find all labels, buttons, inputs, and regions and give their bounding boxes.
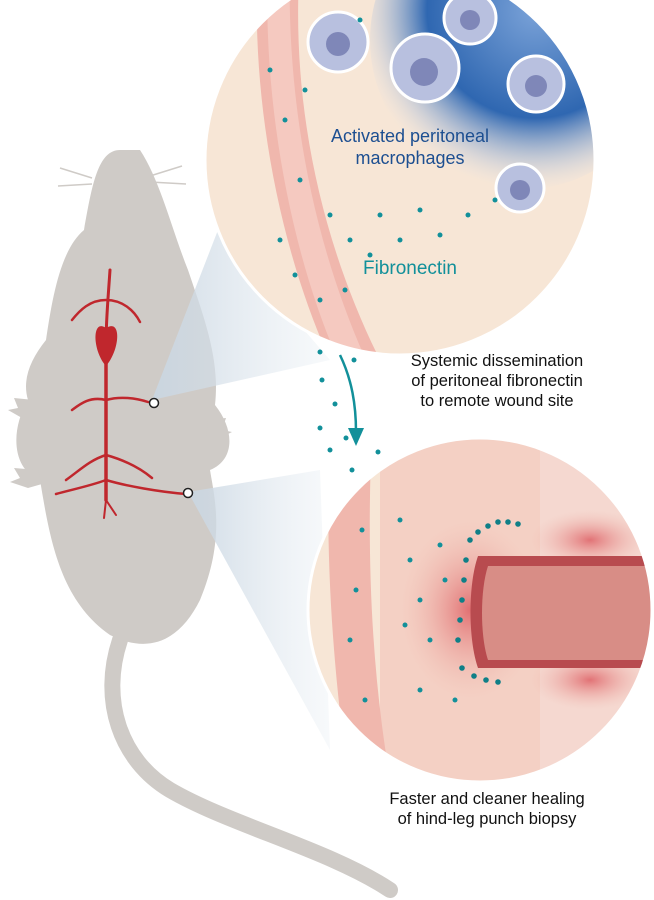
label-line: macrophages bbox=[355, 147, 465, 168]
label-line: of peritoneal fibronectin bbox=[411, 371, 583, 390]
dissemination-arrow bbox=[338, 354, 358, 433]
marker-peritoneal bbox=[148, 397, 160, 409]
vessel-network bbox=[54, 268, 188, 519]
label-line: Systemic dissemination bbox=[410, 352, 584, 370]
zoom-cone-bottom bbox=[188, 470, 330, 750]
marker-wound bbox=[182, 487, 194, 499]
label-activated-macrophages: Activated peritoneal macrophages bbox=[300, 126, 520, 169]
heart-icon bbox=[95, 326, 118, 366]
zoom-cone-top bbox=[152, 230, 330, 400]
mouse-tail bbox=[104, 632, 398, 898]
label-systemic-dissemination: Systemic dissemination of peritoneal fib… bbox=[340, 352, 654, 411]
label-line: to remote wound site bbox=[420, 391, 574, 410]
label-line: Faster and cleaner healing bbox=[389, 790, 585, 808]
label-line: of hind-leg punch biopsy bbox=[397, 809, 577, 828]
label-faster-healing: Faster and cleaner healing of hind-leg p… bbox=[330, 790, 644, 830]
label-fibronectin: Fibronectin bbox=[363, 258, 457, 279]
zoom-circle-wound bbox=[308, 438, 652, 782]
label-line: Activated peritoneal bbox=[330, 126, 490, 146]
zoom-circle-peritoneal bbox=[205, 0, 595, 355]
